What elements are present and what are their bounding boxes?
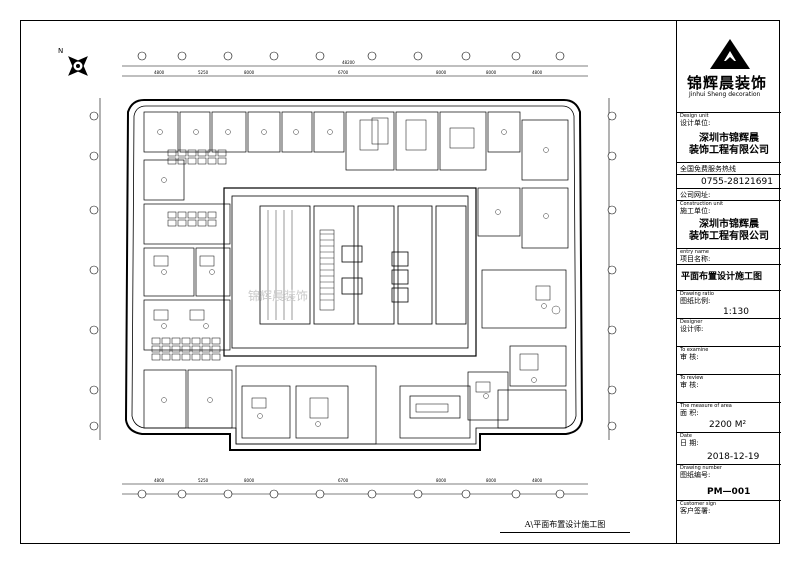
area-label-cn: 面 积: <box>680 409 699 417</box>
dimension-top-3: 8000 <box>244 70 255 75</box>
dimension-bottom-6: 8000 <box>486 478 497 483</box>
review-row: To review 审 核: <box>677 374 781 402</box>
customer-sign-label-en: Customer sign <box>680 501 717 507</box>
ratio-label-cn: 图纸比例: <box>680 297 711 305</box>
examine-row: To examine 审 核: <box>677 346 781 374</box>
construction-company-line2: 装饰工程有限公司 <box>689 231 769 242</box>
drawing-title-row: 平面布置设计施工图 <box>677 264 781 290</box>
entry-name-row: entry name 项目名称: <box>677 248 781 264</box>
dimension-top-2: 5250 <box>198 70 209 75</box>
customer-sign-row: Customer sign 客户签署: <box>677 500 781 544</box>
dimension-top-4: 6700 <box>338 70 349 75</box>
dimension-bottom-5: 8000 <box>436 478 447 483</box>
building-outline <box>124 99 584 451</box>
design-unit-label-en: Design unit <box>680 113 709 119</box>
designer-label-cn: 设计师: <box>680 325 704 333</box>
date-row: Date 日 期: 2018-12-19 <box>677 432 781 464</box>
dimension-top-6: 8000 <box>486 70 497 75</box>
customer-sign-label-cn: 客户签署: <box>680 507 711 515</box>
drawing-number-label-en: Drawing number <box>680 465 722 471</box>
designer-label-en: Designer <box>680 319 703 325</box>
drawing-number-label-cn: 图纸编号: <box>680 471 711 479</box>
drawing-sheet-border <box>20 20 780 544</box>
dimension-bottom-1: 4800 <box>154 478 165 483</box>
company-logo-icon <box>710 39 750 69</box>
area-label-en: The measure of area <box>680 403 732 409</box>
contact-label: 公司网址: <box>680 191 711 199</box>
dimension-total-top: 48200 <box>342 60 355 65</box>
ratio-label-en: Drawing ratio <box>680 291 714 297</box>
building-core <box>223 187 477 357</box>
date-label-en: Date <box>680 433 692 439</box>
dimension-top-5: 8000 <box>436 70 447 75</box>
construction-unit-label-en: Construction unit <box>680 201 724 207</box>
dimension-bottom-4: 6700 <box>338 478 349 483</box>
ratio-value: 1:130 <box>723 307 749 317</box>
review-label-cn: 审 核: <box>680 381 699 389</box>
design-company-line2: 装饰工程有限公司 <box>689 145 769 156</box>
dimension-bottom-3: 8000 <box>244 478 255 483</box>
area-value: 2200 M² <box>709 420 747 430</box>
hotline-number: 0755-28121691 <box>701 177 773 187</box>
title-block: 锦辉晨装饰 Jinhui Sheng decoration Design uni… <box>676 20 781 544</box>
dimension-bottom-7: 4800 <box>532 478 543 483</box>
area-row: The measure of area 面 积: 2200 M² <box>677 402 781 432</box>
entry-name-label-en: entry name <box>680 249 709 255</box>
design-unit-row: Design unit 设计单位: 深圳市锦辉晨 装饰工程有限公司 <box>677 112 781 162</box>
date-value: 2018-12-19 <box>707 452 760 462</box>
hotline-label: 全国免费服务热线 <box>680 165 736 173</box>
north-label: N <box>58 47 63 55</box>
designer-row: Designer 设计师: <box>677 318 781 346</box>
construction-unit-label-cn: 施工单位: <box>680 207 711 215</box>
office-partitions <box>143 111 569 445</box>
examine-label-cn: 审 核: <box>680 353 699 361</box>
examine-label-en: To examine <box>680 347 709 353</box>
ratio-row: Drawing ratio 图纸比例: 1:130 <box>677 290 781 318</box>
drawing-number-value: PM—001 <box>707 487 751 497</box>
workstation-grid <box>151 119 551 419</box>
contact-row: 公司网址: <box>677 188 781 200</box>
logo-name-en: Jinhui Sheng decoration <box>689 91 761 98</box>
floor-plan-drawing: N 48200 4800 5250 8000 6700 8000 8000 48… <box>58 47 617 499</box>
construction-company-line1: 深圳市锦辉晨 <box>699 219 759 230</box>
hotline-label-row: 全国免费服务热线 <box>677 162 781 174</box>
meeting-table <box>371 117 449 413</box>
watermark-text: 锦辉晨装饰 <box>248 289 309 303</box>
construction-unit-row: Construction unit 施工单位: 深圳市锦辉晨 装饰工程有限公司 <box>677 200 781 248</box>
dimension-bottom-2: 5250 <box>198 478 209 483</box>
date-label-cn: 日 期: <box>680 439 699 447</box>
drawing-caption: A\平面布置设计施工图 <box>500 518 630 533</box>
logo-name-cn: 锦辉晨装饰 <box>687 74 768 92</box>
review-label-en: To review <box>680 375 704 381</box>
drawing-number-row: Drawing number 图纸编号: PM—001 <box>677 464 781 500</box>
entry-name-label-cn: 项目名称: <box>680 255 711 263</box>
design-company-line1: 深圳市锦辉晨 <box>699 133 759 144</box>
drawing-title: 平面布置设计施工图 <box>681 272 763 282</box>
hotline-number-row: 0755-28121691 <box>677 174 781 188</box>
design-unit-label-cn: 设计单位: <box>680 119 711 127</box>
dimension-top-7: 4800 <box>532 70 543 75</box>
dimension-top-1: 4800 <box>154 70 165 75</box>
north-arrow-icon <box>68 56 88 76</box>
